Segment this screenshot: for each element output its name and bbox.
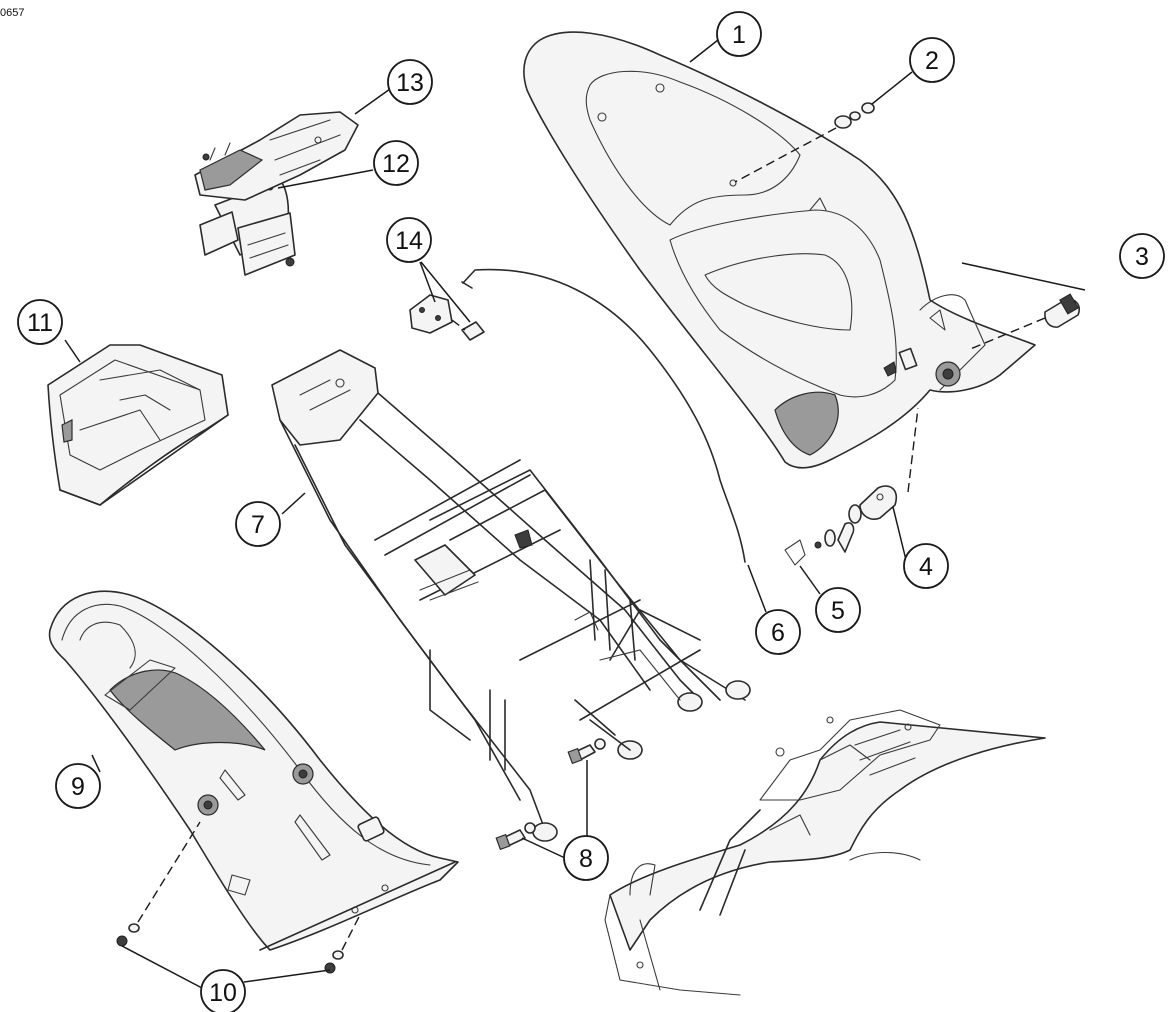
callout-1: 1	[716, 11, 762, 57]
callout-5-number: 5	[831, 597, 845, 625]
callout-13: 13	[387, 59, 433, 105]
callout-7: 7	[235, 501, 281, 547]
rear-undertray-part	[48, 590, 459, 951]
leader-lines	[64, 39, 1086, 989]
callout-3-number: 3	[1135, 243, 1149, 271]
license-plate-bracket-part	[199, 179, 296, 276]
rear-subframe-part	[271, 349, 751, 842]
washer-nut-set-part	[734, 102, 875, 183]
seat-hinge-bracket-part	[409, 294, 485, 341]
callout-5: 5	[815, 587, 861, 633]
seat-release-cable-part	[461, 268, 746, 563]
callout-2: 2	[909, 37, 955, 83]
callout-4-number: 4	[919, 553, 933, 581]
callout-1-number: 1	[732, 21, 746, 49]
callout-6-number: 6	[771, 619, 785, 647]
callout-12: 12	[373, 140, 419, 186]
callout-9: 9	[55, 763, 101, 809]
callout-10-number: 10	[209, 979, 237, 1007]
callout-8: 8	[563, 835, 609, 881]
callout-12-number: 12	[382, 150, 410, 178]
callout-10: 10	[200, 969, 246, 1012]
frame-bolts-part	[495, 738, 606, 851]
assembled-tail-view	[604, 709, 1046, 996]
callout-9-number: 9	[71, 773, 85, 801]
figure-reference-code: 0657	[0, 7, 24, 19]
lock-plate-part	[848, 407, 919, 524]
callout-14-number: 14	[395, 227, 423, 255]
battery-tray-part	[47, 344, 229, 506]
callout-2-number: 2	[925, 47, 939, 75]
callout-11-number: 11	[27, 309, 53, 337]
lock-hook-part	[784, 522, 855, 566]
undertray-screws-part	[116, 821, 361, 974]
callout-4: 4	[903, 543, 949, 589]
callout-7-number: 7	[251, 511, 265, 539]
callout-13-number: 13	[396, 69, 424, 97]
rear-light-holder-part	[194, 111, 359, 201]
callout-14: 14	[386, 217, 432, 263]
seat-part	[523, 31, 1036, 469]
callout-6: 6	[755, 609, 801, 655]
callout-11: 11	[17, 299, 63, 345]
callout-8-number: 8	[579, 845, 593, 873]
callout-3: 3	[1119, 233, 1165, 279]
seat-lock-cylinder-part	[967, 293, 1080, 351]
